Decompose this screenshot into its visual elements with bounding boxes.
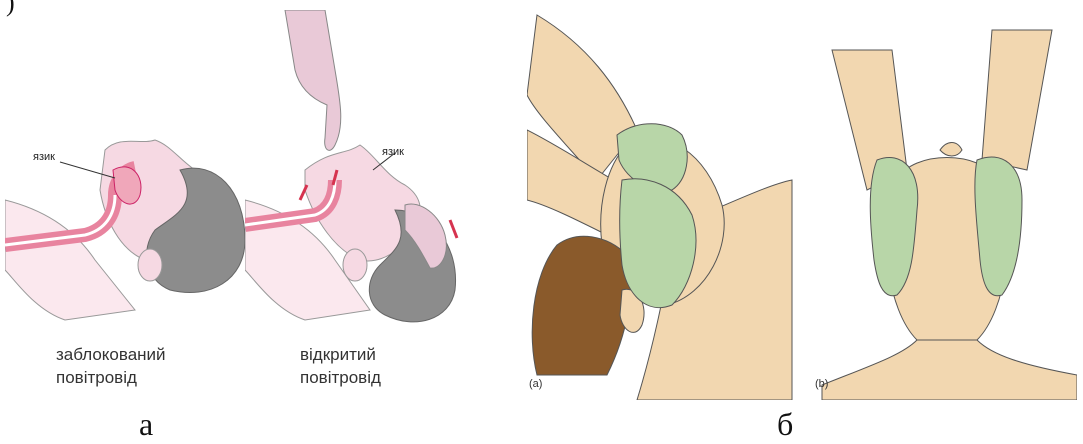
sub-label-a: (a) <box>529 378 542 390</box>
rescuer-hand <box>285 10 341 150</box>
caption-open-line2: повітровід <box>300 366 381 389</box>
patient-hair <box>532 236 631 375</box>
ear-shape-open <box>343 249 367 281</box>
caption-open-line1: відкритий <box>300 343 381 366</box>
fragment-paren: ) <box>6 0 15 18</box>
blocked-airway-illustration: язик <box>5 100 255 370</box>
caption-open-airway: відкритий повітровід <box>300 343 381 389</box>
jaw-thrust-side-illustration <box>527 5 797 400</box>
sub-label-b: (b) <box>815 378 828 390</box>
tongue-label-blocked: язик <box>33 151 55 163</box>
rescuer-arm-right <box>982 30 1052 170</box>
panel-letter-a: а <box>139 406 153 443</box>
jaw-thrust-front-illustration <box>812 10 1077 400</box>
patient-shoulders <box>822 340 1077 400</box>
caption-blocked-line1: заблокований <box>56 343 166 366</box>
panel-letter-b: б <box>777 406 793 443</box>
jaw-arrow <box>450 220 457 238</box>
open-airway-illustration: язик <box>245 10 475 330</box>
caption-blocked-airway: заблокований повітровід <box>56 343 166 389</box>
patient-nose <box>940 143 962 157</box>
gloved-hand-right <box>975 157 1022 296</box>
caption-blocked-line2: повітровід <box>56 366 166 389</box>
ear-shape <box>138 249 162 281</box>
tongue-label-open: язик <box>382 146 404 158</box>
